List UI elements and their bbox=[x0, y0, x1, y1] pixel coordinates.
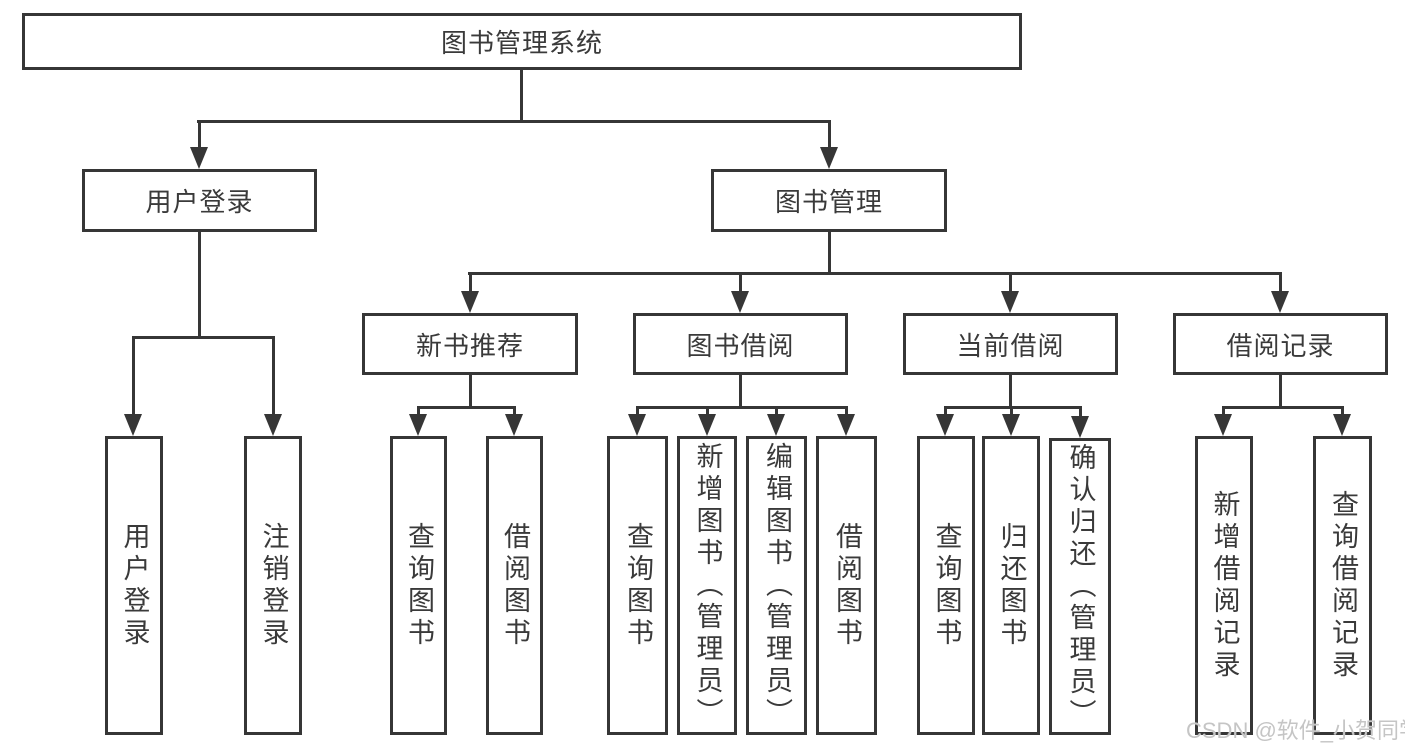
arrow-down-icon bbox=[124, 414, 142, 436]
node-label: 编辑图书（管理员） bbox=[762, 441, 792, 730]
leaf-return-books: 归还图书 bbox=[982, 436, 1040, 735]
connector-line bbox=[845, 406, 848, 416]
node-label: 借阅图书 bbox=[500, 521, 530, 650]
connector-line bbox=[1279, 272, 1282, 293]
leaf-query-borrowing-record: 查询借阅记录 bbox=[1313, 436, 1372, 735]
arrow-down-icon bbox=[190, 147, 208, 169]
arrow-down-icon bbox=[1271, 291, 1289, 313]
node-label: 用户登录 bbox=[145, 187, 254, 217]
node-label: 图书借阅 bbox=[686, 330, 795, 361]
node-label: 确认归还（管理员） bbox=[1065, 442, 1096, 731]
connector-line bbox=[944, 406, 947, 416]
leaf-query-books-current: 查询图书 bbox=[917, 436, 975, 735]
node-label: 用户登录 bbox=[119, 521, 150, 650]
connector-line bbox=[468, 272, 1281, 275]
connector-line bbox=[828, 232, 831, 275]
connector-line bbox=[417, 406, 516, 409]
arrow-down-icon bbox=[409, 414, 427, 436]
connector-line bbox=[636, 406, 848, 409]
arrow-down-icon bbox=[628, 414, 646, 436]
leaf-add-books-admin: 新增图书（管理员） bbox=[677, 436, 737, 735]
arrow-down-icon bbox=[698, 414, 716, 436]
connector-line bbox=[1010, 406, 1013, 416]
connector-line bbox=[1222, 406, 1344, 409]
connector-line bbox=[1341, 406, 1344, 416]
node-label: 查询借阅记录 bbox=[1328, 489, 1358, 682]
connector-line bbox=[1222, 406, 1225, 416]
node-borrowing-records: 借阅记录 bbox=[1173, 313, 1388, 375]
connector-line bbox=[469, 375, 472, 409]
connector-line bbox=[739, 375, 742, 409]
connector-line bbox=[132, 336, 275, 339]
arrow-down-icon bbox=[837, 414, 855, 436]
connector-line bbox=[1009, 375, 1012, 409]
node-label: 图书管理 bbox=[774, 187, 883, 217]
connector-line bbox=[828, 120, 831, 149]
node-label: 当前借阅 bbox=[956, 330, 1065, 361]
arrow-down-icon bbox=[820, 147, 838, 169]
node-label: 新增借阅记录 bbox=[1209, 489, 1240, 682]
arrow-down-icon bbox=[731, 291, 749, 313]
connector-line bbox=[944, 406, 1082, 409]
leaf-edit-books-admin: 编辑图书（管理员） bbox=[746, 436, 807, 735]
connector-line bbox=[1009, 272, 1012, 293]
arrow-down-icon bbox=[767, 414, 785, 436]
connector-line bbox=[272, 336, 275, 416]
node-label: 查询图书 bbox=[623, 521, 653, 650]
connector-line bbox=[636, 406, 639, 416]
arrow-down-icon bbox=[1071, 416, 1089, 438]
connector-line bbox=[706, 406, 709, 416]
arrow-down-icon bbox=[1002, 414, 1020, 436]
node-current-borrowing: 当前借阅 bbox=[903, 313, 1118, 375]
node-library-management-system: 图书管理系统 bbox=[22, 13, 1022, 70]
arrow-down-icon bbox=[505, 414, 523, 436]
node-new-book-recommendation: 新书推荐 bbox=[362, 313, 578, 375]
node-label: 注销登录 bbox=[258, 521, 289, 650]
node-label: 新书推荐 bbox=[415, 330, 524, 361]
connector-line bbox=[469, 272, 472, 293]
leaf-add-borrowing-record: 新增借阅记录 bbox=[1195, 436, 1253, 735]
node-label: 查询图书 bbox=[404, 521, 434, 650]
connector-line bbox=[132, 336, 135, 416]
node-user-login: 用户登录 bbox=[82, 169, 317, 232]
connector-line bbox=[1079, 406, 1082, 418]
arrow-down-icon bbox=[1214, 414, 1232, 436]
node-book-management: 图书管理 bbox=[711, 169, 947, 232]
connector-line bbox=[1279, 375, 1282, 409]
connector-line bbox=[198, 232, 201, 339]
leaf-logout: 注销登录 bbox=[244, 436, 302, 735]
leaf-confirm-return-admin: 确认归还（管理员） bbox=[1049, 438, 1111, 735]
node-label: 归还图书 bbox=[996, 521, 1027, 650]
connector-line bbox=[739, 272, 742, 293]
leaf-user-login: 用户登录 bbox=[105, 436, 163, 735]
arrow-down-icon bbox=[264, 414, 282, 436]
arrow-down-icon bbox=[1001, 291, 1019, 313]
leaf-query-books-recommend: 查询图书 bbox=[390, 436, 447, 735]
leaf-borrow-books: 借阅图书 bbox=[816, 436, 877, 735]
node-label: 查询图书 bbox=[931, 521, 962, 650]
node-label: 新增图书（管理员） bbox=[692, 441, 723, 730]
leaf-query-books-borrow: 查询图书 bbox=[607, 436, 668, 735]
node-label: 图书管理系统 bbox=[440, 28, 603, 58]
arrow-down-icon bbox=[1333, 414, 1351, 436]
node-label: 借阅记录 bbox=[1226, 330, 1335, 361]
csdn-watermark: CSDN @软件_小贺同学 bbox=[1186, 718, 1405, 743]
node-label: 借阅图书 bbox=[832, 521, 862, 650]
leaf-borrow-books-recommend: 借阅图书 bbox=[486, 436, 543, 735]
connector-line bbox=[775, 406, 778, 416]
arrow-down-icon bbox=[461, 291, 479, 313]
connector-line bbox=[417, 406, 420, 416]
node-book-borrowing: 图书借阅 bbox=[633, 313, 848, 375]
connector-line bbox=[513, 406, 516, 416]
connector-line bbox=[197, 120, 831, 123]
connector-line bbox=[198, 120, 201, 149]
arrow-down-icon bbox=[936, 414, 954, 436]
connector-line bbox=[520, 69, 523, 123]
